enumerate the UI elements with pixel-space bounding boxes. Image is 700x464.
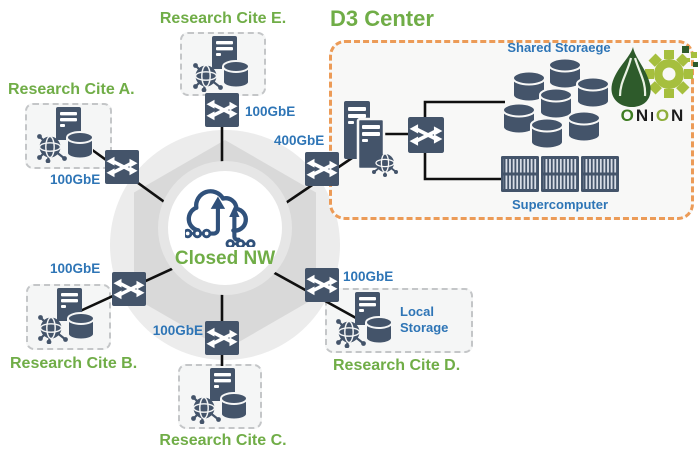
- switch-icon-d3-uplink: [305, 152, 339, 186]
- switch-icon-site-b: [112, 272, 146, 306]
- cloud-network-icon: [185, 183, 257, 247]
- switch-icon-site-c: [205, 321, 239, 355]
- switch-icon-site-d: [305, 268, 339, 302]
- link-switch-to-supercomputer: [423, 150, 504, 181]
- onion-logo-icon: [607, 46, 699, 108]
- site-server-icon-c: [191, 368, 247, 424]
- hub-inner-circle: [168, 171, 282, 285]
- site-label-a: Research Cite A.: [8, 81, 135, 98]
- local-storage-label: Local Storage: [400, 304, 449, 336]
- switch-icon-site-e: [205, 93, 239, 127]
- site-server-icon-a: [37, 107, 93, 163]
- switch-icon-d3-core: [408, 117, 444, 153]
- link-speed-label-d: 100GbE: [343, 269, 394, 284]
- supercomputer-label: Supercomputer: [511, 197, 609, 212]
- onion-letter: N: [671, 106, 686, 125]
- supercomputer-rack-icon: [541, 156, 579, 192]
- link-speed-label-e: 100GbE: [245, 104, 296, 119]
- closed-network-label: Closed NW: [174, 248, 276, 269]
- onion-letter: I: [650, 109, 656, 124]
- storage-cylinder-icon: [528, 117, 566, 151]
- link-speed-label-d3: 400GbE: [274, 133, 325, 148]
- site-label-d: Research Cite D.: [333, 357, 461, 374]
- site-server-icon-e: [193, 36, 249, 92]
- link-speed-label-b: 100GbE: [50, 261, 101, 276]
- switch-icon-site-a: [105, 150, 139, 184]
- d3-center-title: D3 Center: [330, 6, 434, 31]
- site-label-b: Research Cite B.: [10, 355, 138, 372]
- link-speed-label-a: 100GbE: [50, 172, 101, 187]
- shared-storage-label: Shared Storaege: [507, 40, 611, 55]
- link-switch-to-storage: [423, 100, 505, 122]
- d3-gateway-server-icon: [340, 99, 398, 177]
- site-label-e: Research Cite E.: [159, 10, 287, 27]
- link-speed-label-c: 100GbE: [152, 323, 203, 338]
- site-server-icon-d: [336, 292, 392, 348]
- site-server-icon-b: [38, 288, 94, 344]
- supercomputer-rack-icon: [581, 156, 619, 192]
- storage-cylinder-icon: [500, 102, 538, 136]
- onion-letter: O: [620, 106, 636, 125]
- onion-letter: O: [655, 106, 672, 125]
- supercomputer-rack-icon: [501, 156, 539, 192]
- site-label-c: Research Cite C.: [159, 432, 287, 449]
- onion-wordmark: ONION: [609, 106, 697, 126]
- storage-cylinder-icon: [565, 110, 603, 144]
- onion-letter: N: [635, 106, 651, 125]
- storage-cylinder-icon: [574, 76, 612, 110]
- storage-cylinder-icon: [537, 87, 575, 121]
